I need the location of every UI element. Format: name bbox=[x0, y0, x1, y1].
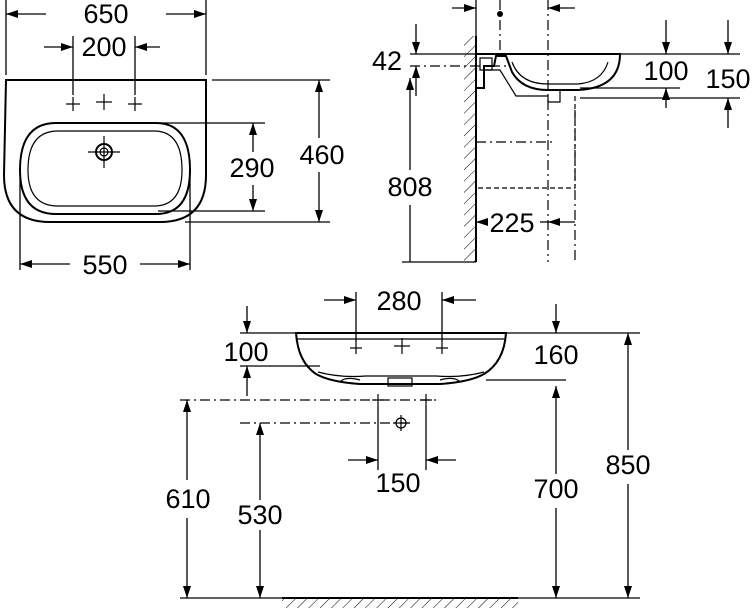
dim-100-side: 100 bbox=[643, 56, 688, 86]
dim-225: 225 bbox=[489, 208, 534, 238]
top-view: 650 200 460 290 550 bbox=[2, 0, 345, 280]
dim-850: 850 bbox=[605, 450, 650, 480]
dim-808: 808 bbox=[387, 172, 432, 202]
dim-550: 550 bbox=[82, 250, 127, 280]
basin-outline-top bbox=[2, 79, 207, 223]
basin-outline-front bbox=[294, 332, 508, 385]
dim-650: 650 bbox=[83, 0, 128, 29]
dim-42: 42 bbox=[372, 46, 402, 76]
dim-150-side: 150 bbox=[705, 64, 750, 94]
waste-symbol-top bbox=[88, 136, 120, 168]
floor-hatch bbox=[282, 598, 518, 608]
dim-610: 610 bbox=[165, 484, 210, 514]
dim-150-front: 150 bbox=[375, 468, 420, 498]
side-view: 42 100 150 808 225 bbox=[372, 0, 751, 263]
dim-100-front: 100 bbox=[223, 337, 268, 367]
dim-700: 700 bbox=[533, 474, 578, 504]
dim-200: 200 bbox=[81, 32, 126, 62]
tap-holes-front bbox=[350, 338, 448, 354]
wall-hatch bbox=[464, 36, 476, 262]
basin-profile-side bbox=[476, 53, 622, 91]
bowl-outline-top bbox=[18, 122, 192, 215]
dim-460: 460 bbox=[299, 140, 344, 170]
front-view: 280 100 160 150 bbox=[165, 286, 651, 608]
dim-290: 290 bbox=[229, 153, 274, 183]
dim-530: 530 bbox=[237, 500, 282, 530]
dim-160: 160 bbox=[533, 340, 578, 370]
tap-holes-top bbox=[66, 94, 142, 111]
dim-280: 280 bbox=[376, 286, 421, 316]
